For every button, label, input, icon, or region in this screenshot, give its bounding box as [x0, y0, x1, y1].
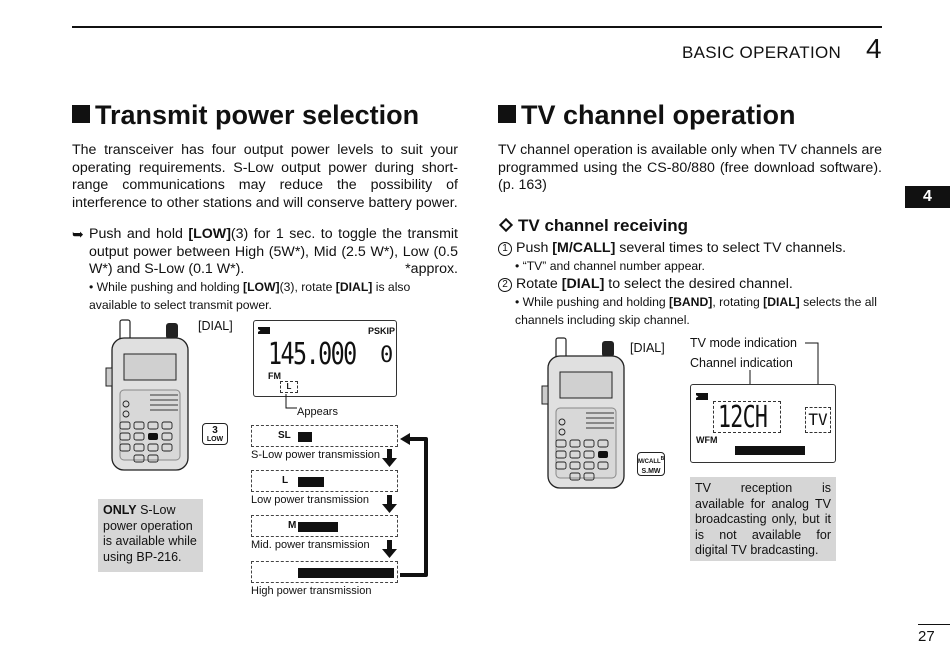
appears-pointer-line: [285, 394, 297, 409]
lcd-tv-indicator: TV: [805, 407, 831, 433]
header-title: BASIC OPERATION: [682, 43, 842, 62]
power-meter-icon: [298, 477, 324, 487]
channel-indication-label: Channel indication: [690, 356, 793, 370]
power-caption-slow: S-Low power transmission: [251, 449, 380, 461]
power-meter-icon: [298, 432, 312, 442]
tv-step-2-bullet: • While pushing and holding [BAND], rota…: [515, 295, 877, 327]
power-level-low: L: [251, 470, 398, 492]
lcd-mode: WFM: [696, 435, 718, 445]
lcd-frequency: 145.000: [268, 337, 357, 372]
lcd-display-right: 12CH TV WFM: [690, 384, 836, 463]
power-level-slow: SL: [251, 425, 398, 447]
lcd-channel-box: 12CH: [713, 400, 781, 435]
power-level-high: [251, 561, 398, 583]
power-meter-icon: [298, 522, 338, 532]
power-cycle-arrows: [382, 433, 428, 577]
power-level-mid: M: [251, 515, 398, 537]
appears-label: Appears: [297, 406, 338, 418]
mcall-key-icon: M/CALLB S.MW: [637, 452, 665, 476]
chapter-side-tab: 4: [905, 186, 950, 208]
power-caption-high: High power transmission: [251, 585, 372, 597]
lcd-pskip: PSKIP: [368, 326, 396, 336]
step-arrow-icon: ➥: [72, 226, 84, 242]
lcd-mode: FM: [268, 371, 281, 381]
diamond-icon: [498, 217, 514, 233]
battery-icon: [258, 327, 270, 334]
low-key-icon: 3 LOW: [202, 423, 228, 445]
transmit-step-paragraph: Push and hold [LOW](3) for 1 sec. to tog…: [89, 226, 458, 278]
tv-analog-note: TV reception is available for analog TV …: [690, 477, 836, 561]
power-caption-mid: Mid. power transmission: [251, 539, 370, 551]
lcd-power-indicator: L: [280, 381, 298, 393]
square-bullet-icon: [72, 105, 90, 123]
sl-only-note: ONLY S-Low power operation is available …: [98, 499, 203, 572]
dial-label-right: [DIAL]: [630, 341, 665, 355]
dial-label-left: [DIAL]: [198, 319, 233, 333]
radio-illustration-left: [105, 319, 189, 471]
signal-meter-icon: [735, 446, 805, 455]
section-title-transmit-power: Transmit power selection: [72, 100, 419, 131]
tv-step-1-bullet: • “TV” and channel number appear.: [515, 259, 705, 273]
lcd-display-left: PSKIP 145.000 0 FM L: [253, 320, 397, 397]
square-bullet-icon: [498, 105, 516, 123]
lcd-channel: 0: [380, 343, 394, 368]
battery-icon: [696, 393, 708, 400]
page-number: 27: [918, 628, 935, 645]
tv-mode-indication-label: TV mode indication: [690, 336, 798, 350]
power-caption-low: Low power transmission: [251, 494, 369, 506]
section-title-tv-channel: TV channel operation: [498, 100, 796, 131]
power-meter-icon: [298, 568, 394, 578]
top-rule: [72, 26, 882, 28]
radio-illustration-right: [541, 337, 625, 489]
page-number-rule: [918, 624, 950, 625]
transmit-bullet: • While pushing and holding [LOW](3), ro…: [89, 280, 411, 312]
chapter-number: 4: [866, 33, 882, 64]
approx-note: *approx.: [400, 261, 458, 279]
transmit-intro-paragraph: The transceiver has four output power le…: [72, 142, 458, 211]
subsection-title-tv-receiving: TV channel receiving: [498, 216, 688, 236]
tv-intro-paragraph: TV channel operation is available only w…: [498, 142, 882, 194]
